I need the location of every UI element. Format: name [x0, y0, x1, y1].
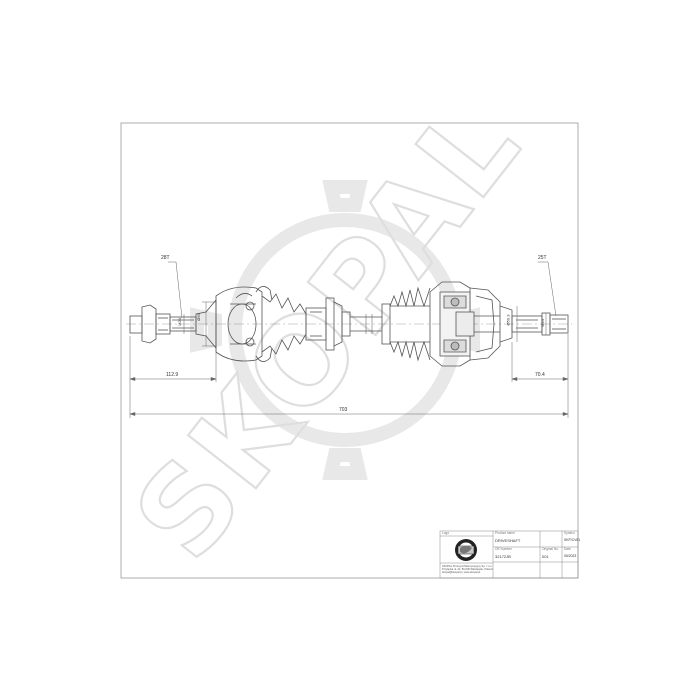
right-tripod-joint: [429, 281, 513, 367]
right-splines-label: 25T: [538, 255, 547, 261]
left-offset-label: 112.9: [166, 372, 179, 378]
main-shaft: [350, 314, 382, 334]
left-diameter-label: Ø65: [195, 313, 201, 321]
svg-text:SKOPAL: SKOPAL: [108, 75, 548, 584]
symbol-label: Symbol: [564, 531, 575, 535]
right-diameter-label: Ø59.3: [505, 314, 511, 326]
left-splines-label: 28T: [161, 255, 170, 261]
original-no-value: 001: [542, 554, 549, 559]
total-length-label: 703: [339, 407, 348, 413]
drawing-frame: [120, 122, 579, 579]
left-cv-joint: [215, 286, 273, 362]
right-thread-label: M24: [539, 319, 545, 327]
date-value: 05/2023: [564, 554, 577, 558]
right-stub-shaft: [511, 312, 569, 336]
company-address: SKOPAL Przemysł Motoryzacyjny Sp. z o.o.…: [442, 565, 493, 575]
product-name-label: Product name: [495, 531, 515, 535]
symbol-value: SKP/CV61: [564, 538, 581, 542]
dimension-lines: [129, 261, 569, 418]
date-label: Date: [564, 547, 571, 551]
logo-label: Logo: [442, 531, 450, 535]
watermark-brand: SKOPAL: [107, 74, 549, 585]
oe-number-value: 32172JB: [495, 554, 511, 559]
left-collar: [305, 297, 351, 351]
title-block-grid: [439, 530, 579, 579]
right-offset-label: 70.4: [535, 372, 545, 378]
product-name-value: DRIVESHAFT: [495, 538, 521, 543]
left-thread-label: M24: [176, 318, 182, 326]
right-boot: [381, 286, 431, 362]
company-seal-logo: [455, 539, 477, 561]
oe-number-label: OE Number: [495, 547, 512, 551]
original-no-label: Original No.: [542, 547, 559, 551]
